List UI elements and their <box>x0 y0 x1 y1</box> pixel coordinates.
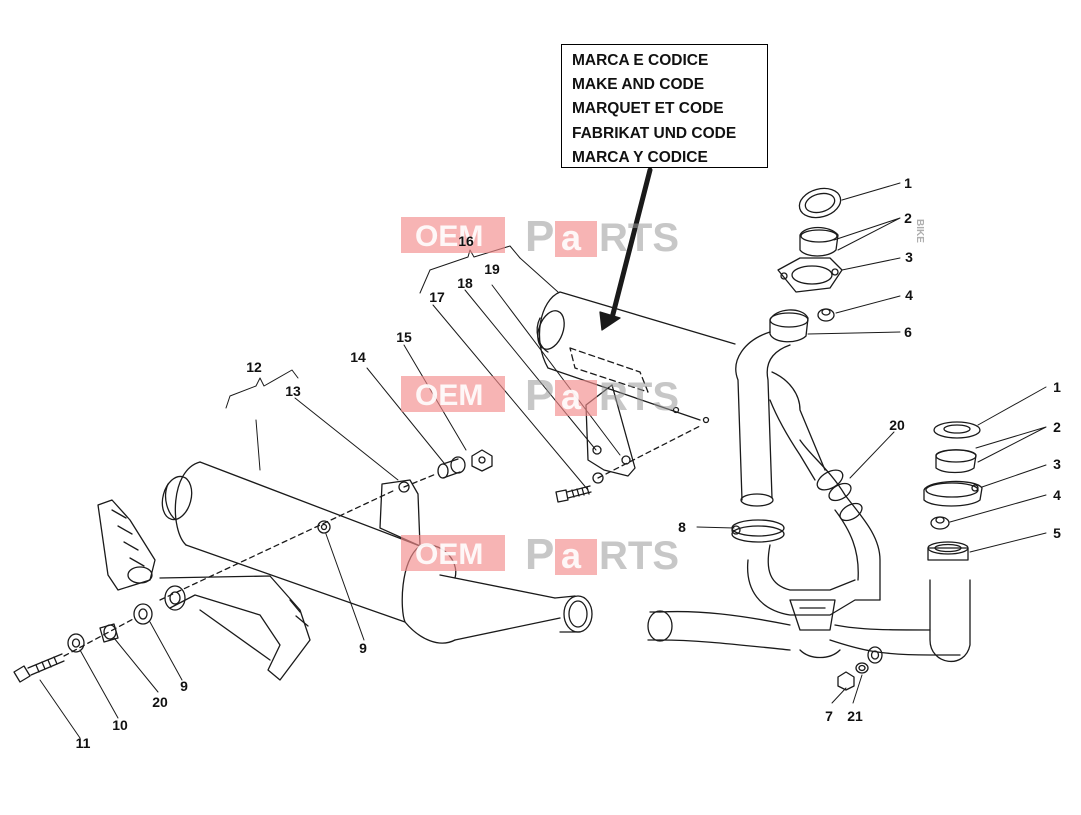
callout-label: 9 <box>359 640 367 656</box>
header-pipe-lower <box>647 544 971 662</box>
callout-label: 20 <box>889 417 905 433</box>
watermark-rts: RTS <box>599 375 679 419</box>
watermark-rts: RTS <box>599 534 679 578</box>
make-and-code-legend: MARCA E CODICE MAKE AND CODE MARQUET ET … <box>561 44 768 168</box>
bracket-plate <box>585 384 636 477</box>
legend-line-italian: MARCA E CODICE <box>572 52 709 69</box>
callout-label: 1 <box>904 175 912 191</box>
callout-label: 17 <box>429 289 445 305</box>
upper-flange-stack <box>769 187 843 343</box>
callout-label: 10 <box>112 717 128 733</box>
callout-label: 21 <box>847 708 863 724</box>
watermark-p: P <box>525 212 554 261</box>
watermark-a: a <box>561 217 582 258</box>
watermark-a: a <box>561 376 582 417</box>
callout-label: 2 <box>904 210 912 226</box>
watermark-oem: OEM <box>415 220 483 253</box>
watermark-p: P <box>525 371 554 420</box>
left-muffler <box>161 461 593 644</box>
callout-label: 18 <box>457 275 473 291</box>
callout-label: 7 <box>825 708 833 724</box>
legend-line-french: MARQUET ET CODE <box>572 100 724 118</box>
callout-label: 8 <box>678 519 686 535</box>
lower-flange-stack <box>923 421 983 561</box>
callout-label: 3 <box>905 249 913 265</box>
watermark-bike: BIKE <box>914 219 925 243</box>
watermark-oem: OEM <box>415 379 483 412</box>
spacer-nut <box>437 449 493 479</box>
callout-label: 19 <box>484 261 500 277</box>
callout-label: 6 <box>904 324 912 340</box>
footpeg-fasteners <box>13 603 153 683</box>
clamp-8 <box>731 519 785 543</box>
watermark-oem: OEM <box>415 538 483 571</box>
footpeg-bracket <box>97 499 311 681</box>
bolt-17 <box>555 485 592 503</box>
callout-label: 14 <box>350 349 366 365</box>
callout-label: 1 <box>1053 379 1061 395</box>
callout-label: 9 <box>180 678 188 694</box>
callout-label: 13 <box>285 383 301 399</box>
callout-label: 20 <box>152 694 168 710</box>
callout-label: 11 <box>76 735 91 751</box>
legend-line-english: MAKE AND CODE <box>572 76 705 94</box>
watermark-rts: RTS <box>599 216 679 260</box>
legend-line-spanish: MARCA Y CODICE <box>572 148 708 166</box>
callout-label: 16 <box>458 233 474 249</box>
callout-label: 5 <box>1053 525 1061 541</box>
callout-label: 3 <box>1053 456 1061 472</box>
header-pipe-upper <box>735 331 881 601</box>
callout-label: 4 <box>1053 487 1061 503</box>
watermark-p: P <box>525 530 554 579</box>
callout-label: 4 <box>905 287 913 303</box>
right-muffler <box>536 291 736 424</box>
legend-line-german: FABRIKAT UND CODE <box>572 124 737 142</box>
watermark: OEM BIKE P a RTS OEM P a RTS OEM P a RTS <box>401 212 925 579</box>
callout-label: 15 <box>396 329 412 345</box>
callout-label: 12 <box>246 359 262 375</box>
watermark-a: a <box>561 535 582 576</box>
callout-label: 2 <box>1053 419 1061 435</box>
